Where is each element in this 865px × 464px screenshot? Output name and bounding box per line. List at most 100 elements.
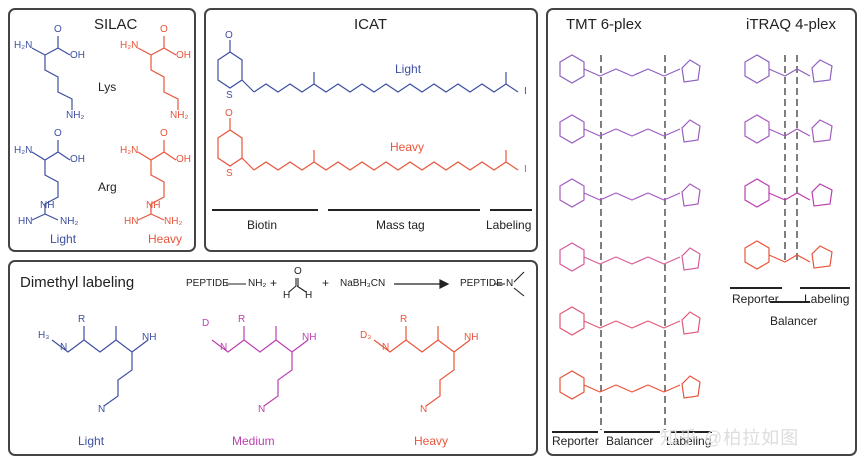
lys-heavy-o: O: [160, 24, 168, 35]
reaction-formaldehyde-h2: H: [305, 290, 313, 301]
dimethyl-heavy-n: N: [382, 342, 390, 353]
dimethyl-light-h3: H₃: [38, 330, 50, 341]
arg-heavy-oh: OH: [176, 154, 191, 165]
tmt-balancer-label: Balancer: [606, 434, 654, 448]
reaction-formaldehyde-h1: H: [283, 290, 291, 301]
tmt-reporter-label: Reporter: [552, 434, 599, 448]
arg-heavy-hn: HN: [124, 216, 139, 227]
dimethyl-light-n: N: [60, 342, 68, 353]
reaction-reductant: NaBH₃CN: [340, 278, 386, 289]
dimethyl-heavy-nh: NH: [464, 332, 479, 343]
icat-title: ICAT: [354, 16, 388, 33]
icat-labeling-label: Labeling: [486, 218, 532, 232]
tmt-reagent-6: [559, 370, 701, 400]
arg-light-o: O: [54, 128, 62, 139]
itraq-reagent-3: [744, 178, 833, 208]
itraq-labeling-label: Labeling: [804, 292, 850, 306]
icat-biotin-label: Biotin: [247, 218, 278, 232]
arg-light-hn: HN: [18, 216, 33, 227]
lysine-light-structure: [31, 36, 73, 110]
icat-panel: ICAT: [204, 8, 538, 252]
tmt-itraq-panel: TMT 6-plex iTRAQ 4-plex: [546, 8, 857, 456]
tmt-reagent-1: [559, 54, 701, 84]
dimethyl-light-nh: NH: [142, 332, 157, 343]
dimethyl-medium-bottom-n: N: [258, 404, 266, 415]
tmt-labeling-label: Labeling: [666, 434, 712, 448]
icat-heavy-s: S: [226, 168, 233, 179]
tmt-title: TMT 6-plex: [566, 16, 642, 33]
icat-heavy-i: I: [524, 164, 527, 175]
tmt-dashed-dividers: [600, 55, 798, 430]
arg-light-nh2: NH₂: [60, 216, 79, 227]
tmt-reagent-5: [559, 306, 701, 336]
itraq-title: iTRAQ 4-plex: [746, 16, 837, 33]
itraq-reporter-label: Reporter: [732, 292, 779, 306]
dimethyl-light-r: R: [78, 314, 86, 325]
arg-heavy-nh2: NH₂: [164, 216, 183, 227]
lys-light-nh2: NH₂: [66, 110, 85, 121]
itraq-reagent-2: [744, 114, 833, 144]
dimethyl-heavy-bottom-n: N: [420, 404, 428, 415]
arg-light-oh: OH: [70, 154, 85, 165]
reaction-bonds: [226, 271, 525, 297]
reaction-nh2: NH₂: [248, 278, 267, 289]
silac-title: SILAC: [94, 16, 138, 33]
tmt-reagent-4: [559, 242, 701, 272]
watermark: 知乎 @柏拉如图: [660, 428, 800, 448]
lys-light-o: O: [54, 24, 62, 35]
dimethyl-heavy-d3: D₃: [360, 330, 372, 341]
tmt-bracket-lines: [552, 287, 850, 433]
reaction-product-n: N: [506, 278, 514, 289]
lys-label: Lys: [98, 80, 117, 94]
dimethyl-medium-structure: [211, 326, 309, 407]
icat-heavy-label: Heavy: [390, 140, 425, 154]
lys-heavy-oh: OH: [176, 50, 191, 61]
dimethyl-heavy-label: Heavy: [414, 434, 449, 448]
dimethyl-light-label: Light: [78, 434, 105, 448]
reaction-arrow: [394, 279, 450, 289]
arg-light-nh: NH: [40, 200, 55, 211]
arg-heavy-h2n: H₂N: [120, 145, 139, 156]
lys-light-oh: OH: [70, 50, 85, 61]
dimethyl-title: Dimethyl labeling: [20, 274, 135, 291]
icat-heavy-chain: [217, 118, 519, 171]
reaction-plus-2: +: [322, 276, 330, 290]
arg-heavy-o: O: [160, 128, 168, 139]
itraq-balancer-label: Balancer: [770, 314, 818, 328]
reaction-plus-1: +: [270, 276, 278, 290]
dimethyl-medium-nh: NH: [302, 332, 317, 343]
dimethyl-medium-label: Medium: [232, 434, 275, 448]
dimethyl-heavy-r: R: [400, 314, 408, 325]
icat-light-i: I: [524, 86, 527, 97]
arginine-heavy-structure: [137, 140, 177, 221]
tmt-reagent-3: [559, 178, 701, 208]
lys-heavy-h2n: H₂N: [120, 40, 139, 51]
arg-heavy-nh: NH: [146, 200, 161, 211]
reaction-formaldehyde-o: O: [294, 266, 302, 277]
icat-light-chain: [217, 40, 519, 93]
lys-heavy-nh2: NH₂: [170, 110, 189, 121]
tmt-reagent-2: [559, 114, 701, 144]
icat-light-label: Light: [395, 62, 422, 76]
itraq-reagent-1: [744, 54, 833, 84]
dimethyl-panel: Dimethyl labeling: [8, 260, 538, 456]
reaction-product: PEPTIDE: [460, 278, 503, 289]
dimethyl-medium-r: R: [238, 314, 246, 325]
lysine-heavy-structure: [137, 36, 179, 110]
dimethyl-light-bottom-n: N: [98, 404, 106, 415]
icat-light-s: S: [226, 90, 233, 101]
icat-heavy-o: O: [225, 108, 233, 119]
arginine-light-structure: [31, 140, 71, 221]
silac-light-label: Light: [50, 232, 77, 246]
itraq-reagent-4: [744, 240, 833, 270]
dimethyl-medium-d: D: [202, 318, 210, 329]
reaction-peptide: PEPTIDE: [186, 278, 229, 289]
icat-mass-tag-label: Mass tag: [376, 218, 425, 232]
arg-label: Arg: [98, 180, 117, 194]
arg-light-h2n: H₂N: [14, 145, 33, 156]
dimethyl-medium-n: N: [220, 342, 228, 353]
